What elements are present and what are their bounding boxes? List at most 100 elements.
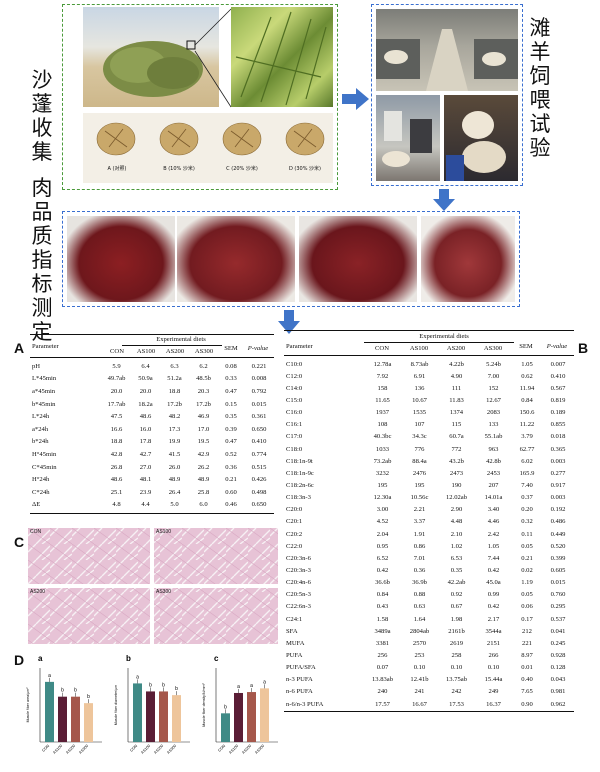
pellet-label-c: C (20% 沙米) xyxy=(226,166,258,172)
table-a-cell: 0.410 xyxy=(251,438,267,446)
table-b-cell: 3381 xyxy=(375,639,390,647)
table-b-cell: SFA xyxy=(286,627,298,635)
table-b-cell: 0.07 xyxy=(376,664,389,672)
table-b-cell: 266 xyxy=(488,651,499,659)
chart-x-tick-label: AS200 xyxy=(241,744,252,755)
histology-grid: CON AS100 AS200 AS300 xyxy=(28,528,278,644)
table-b-cell: 0.42 xyxy=(487,566,500,574)
table-b-cell: C24:1 xyxy=(286,615,303,623)
table-b-cell: 0.02 xyxy=(521,566,533,574)
table-a-col-3: AS300 xyxy=(194,348,214,355)
table-b-cell: 1.05 xyxy=(521,360,533,368)
table-b-cell: 1.98 xyxy=(450,615,463,623)
table-b-cell: C16:1 xyxy=(286,421,303,429)
table-b-cell: 2.42 xyxy=(487,530,500,538)
table-b-cell: 249 xyxy=(488,688,499,696)
chart-sig-letter: a xyxy=(263,679,266,685)
table-b-cell: C18:1n-9c xyxy=(286,469,314,477)
table-a-cell: 20.3 xyxy=(197,387,210,395)
table-b-cell: 36.9b xyxy=(412,579,427,587)
arrow-down-2 xyxy=(278,310,300,334)
table-b-cell: 3.79 xyxy=(521,433,533,441)
table-a-header: Parameter Experimental diets CON AS100 A… xyxy=(30,335,274,357)
table-b-cell: 240 xyxy=(377,688,388,696)
table-a-cell: 0.08 xyxy=(225,362,237,370)
table-b-cell: 6.91 xyxy=(413,372,426,380)
panel-letter-c: C xyxy=(14,534,25,550)
table-b-cell: 0.86 xyxy=(413,542,426,550)
table-b-cell: 1937 xyxy=(375,409,390,417)
table-b-cell: C16:0 xyxy=(286,409,303,417)
table-b-cell: 0.003 xyxy=(550,457,566,465)
table-a-cell: 17.8 xyxy=(139,438,152,446)
pellet-label-a: A (对照) xyxy=(107,166,127,172)
meat-box xyxy=(62,211,520,307)
table-b-cell: 107 xyxy=(414,421,425,429)
table-b-cell: C18:3n-3 xyxy=(286,494,311,502)
table-b-cell: 0.760 xyxy=(550,591,566,599)
table-b-cell: 0.245 xyxy=(550,639,566,647)
table-b-cell: C20:3n-3 xyxy=(286,566,311,574)
chart-bar xyxy=(159,691,168,742)
table-b-cell: C12:0 xyxy=(286,372,303,380)
pen-photo xyxy=(376,9,518,91)
table-b-cell: 0.90 xyxy=(521,700,533,708)
table-a-col-1: AS100 xyxy=(136,348,156,355)
table-a-cell: 6.0 xyxy=(199,501,208,509)
table-b-cell: 2.21 xyxy=(413,506,426,514)
table-a-cell: L*45min xyxy=(32,375,57,383)
table-a-cell: 6.3 xyxy=(170,362,179,370)
table-a-cell: 48.1 xyxy=(139,476,152,484)
table-b-cell: 0.605 xyxy=(550,566,566,574)
table-b-cell: 152 xyxy=(488,384,499,392)
chart-x-tick-label: CON xyxy=(129,744,138,753)
table-a-cell: 0.39 xyxy=(225,425,237,433)
table-b-cell: 2804ab xyxy=(409,627,430,635)
table-b-cell: 0.928 xyxy=(550,651,566,659)
table-b-cell: 0.537 xyxy=(550,615,566,623)
table-b-cell: 0.567 xyxy=(550,384,566,392)
table-b-cell: 133 xyxy=(488,421,499,429)
table-a-cell: 0.515 xyxy=(251,463,267,471)
table-b-col-0: CON xyxy=(375,345,389,352)
chart-sig-letter: b xyxy=(87,694,90,700)
table-b-cell: 12.78a xyxy=(373,360,392,368)
closeup-photo xyxy=(231,7,333,107)
table-a-cell: 47.5 xyxy=(110,413,123,421)
table-a-cell: L*24h xyxy=(32,413,50,421)
table-b-cell: MUFA xyxy=(286,639,305,647)
table-b-cell: 221 xyxy=(522,639,532,647)
chart-bar xyxy=(71,696,80,742)
table-a-cell: b*45min xyxy=(32,400,56,408)
table-b-cell: 6.52 xyxy=(376,554,389,562)
table-b-cell: 10.56c xyxy=(410,494,429,502)
table-b-cell: 2161b xyxy=(448,627,465,635)
chart-x-tick-label: AS300 xyxy=(78,744,89,755)
table-b-cell: 4.48 xyxy=(450,518,463,526)
collection-box: A (对照) B (10% 沙米) C (20% 沙米) D (30% 沙米) xyxy=(62,4,338,190)
table-b-cell: 195 xyxy=(377,481,388,489)
chart-bar xyxy=(234,692,243,742)
table-b-cell: 5.24b xyxy=(486,360,501,368)
table-b-cell: 0.42 xyxy=(376,566,389,574)
chart-bar xyxy=(84,703,93,742)
table-b-cell: 136 xyxy=(414,384,425,392)
table-a-cell: a*45min xyxy=(32,387,56,395)
table-a-cell: 5.9 xyxy=(112,362,121,370)
table-a-cell: C*24h xyxy=(32,488,50,496)
table-b-cell: 0.018 xyxy=(550,433,566,441)
